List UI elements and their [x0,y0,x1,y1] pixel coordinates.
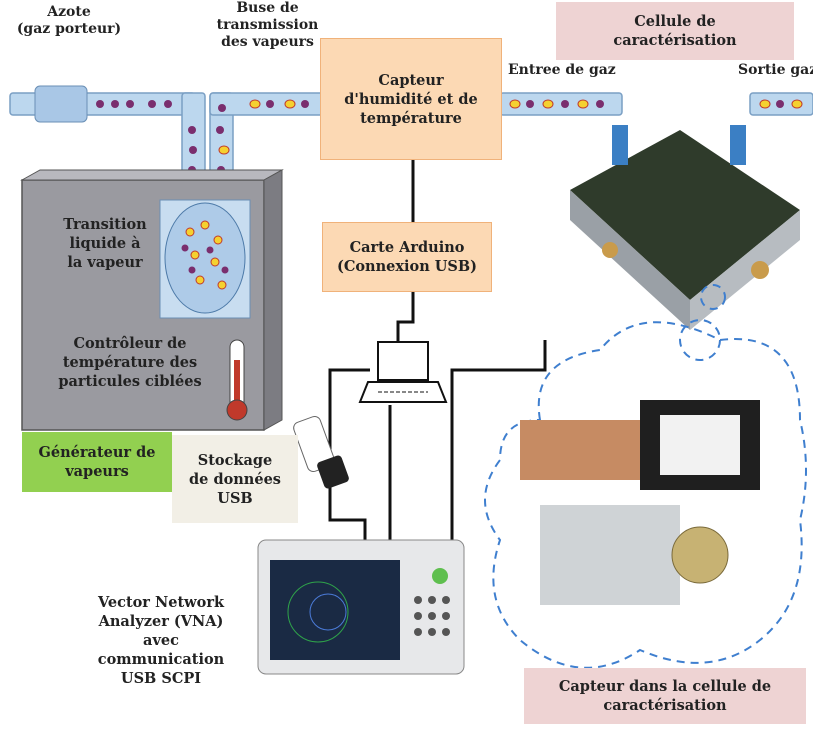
transition-label: Transition liquide à la vapeur [63,215,147,271]
vna-device [257,539,465,675]
vapour-particles [96,99,803,174]
vapour-cloud-particles [164,202,246,314]
usb-stick-icon [293,415,349,489]
capteur-humidite-box: Capteur d'humidité et de température [320,38,502,160]
azote-label: Azote (gaz porteur) [16,4,122,37]
buse-label: Buse de transmission des vapeurs [216,0,319,50]
vna-label: Vector Network Analyzer (VNA) avec commu… [97,593,225,687]
thermometer-icon [226,339,248,421]
entree-gaz-label: Entree de gaz [508,62,616,78]
azote-inlet [34,85,88,123]
dashed-cloud [484,284,807,669]
controleur-label: Contrôleur de température des particules… [58,334,202,390]
sensor-photo [520,400,760,605]
sortie-gaz-label: Sortie gaz [738,62,813,78]
arduino-box: Carte Arduino (Connexion USB) [322,222,492,292]
cables [328,160,547,545]
laptop-icon [358,341,448,403]
stockage-box: Stockage de données USB [172,435,298,523]
cellule-label-box: Cellule de caractérisation [556,2,794,60]
generateur-box: Générateur de vapeurs [22,432,172,492]
capteur-cellule-box: Capteur dans la cellule de caractérisati… [524,668,806,724]
characterisation-cell-photo [570,125,800,330]
